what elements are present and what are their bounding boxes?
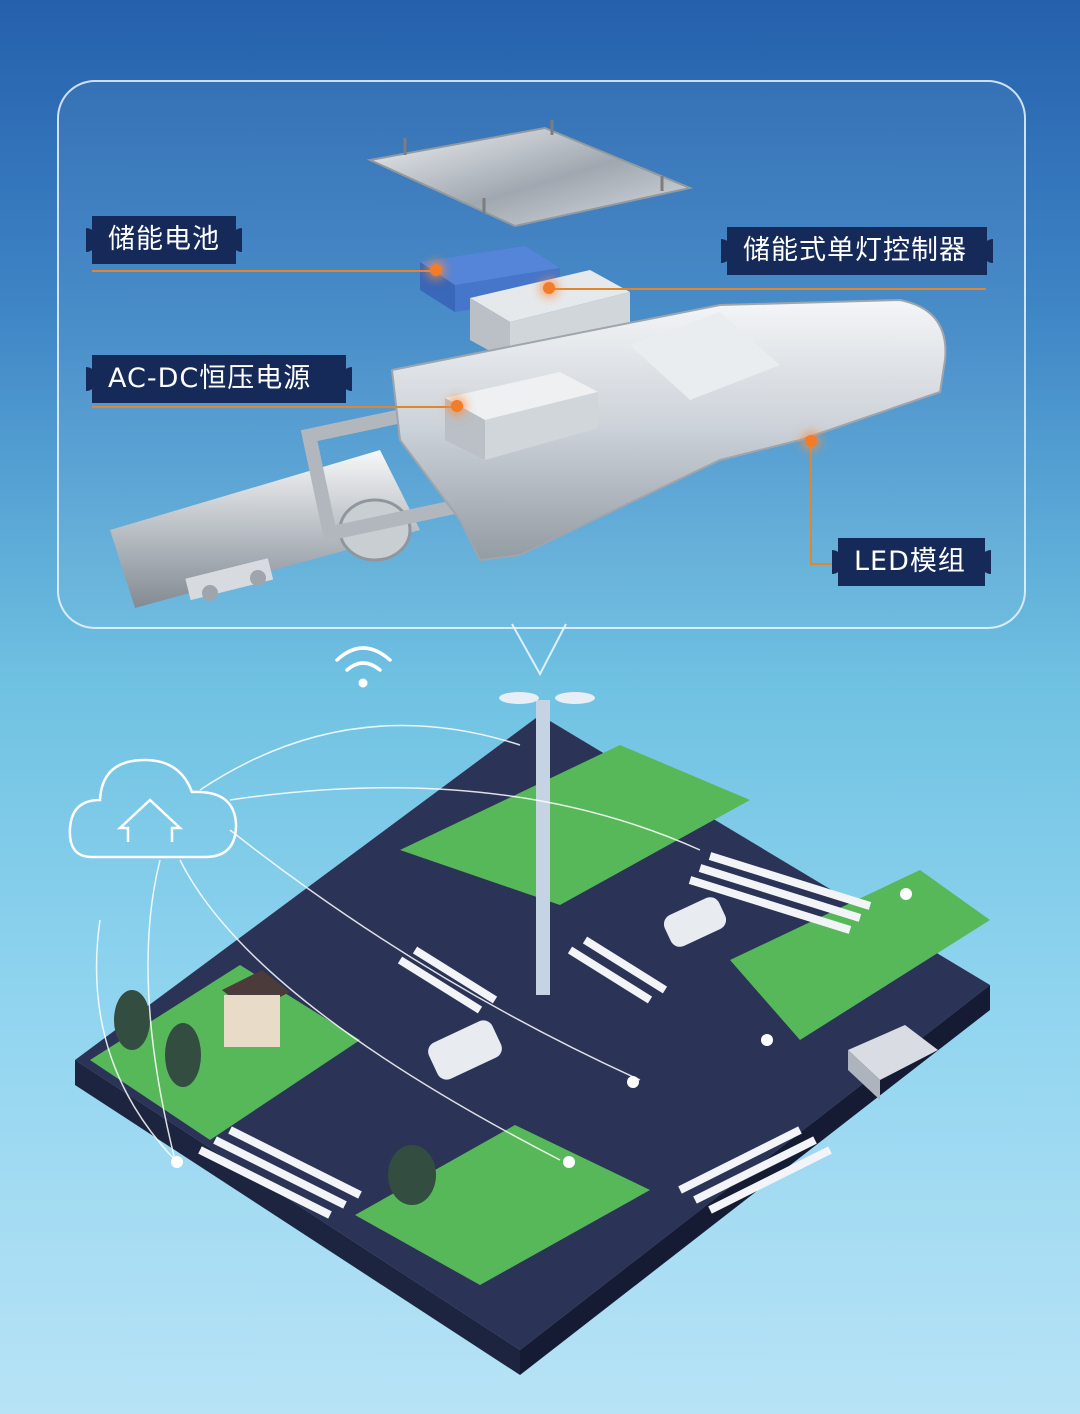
- battery-leader: [92, 270, 437, 272]
- controller-label: 储能式单灯控制器: [727, 227, 987, 275]
- battery-dot: [430, 264, 442, 276]
- battery-label: 储能电池: [92, 216, 236, 264]
- power-leader: [92, 406, 455, 408]
- component-panel: [57, 80, 1026, 629]
- led-label: LED模组: [838, 538, 985, 586]
- power-label: AC-DC恒压电源: [92, 355, 346, 403]
- power-dot: [451, 400, 463, 412]
- controller-dot: [543, 282, 555, 294]
- controller-leader: [549, 288, 986, 290]
- led-dot: [805, 435, 817, 447]
- led-leader-horizontal: [810, 563, 840, 565]
- led-leader-vertical: [810, 440, 812, 564]
